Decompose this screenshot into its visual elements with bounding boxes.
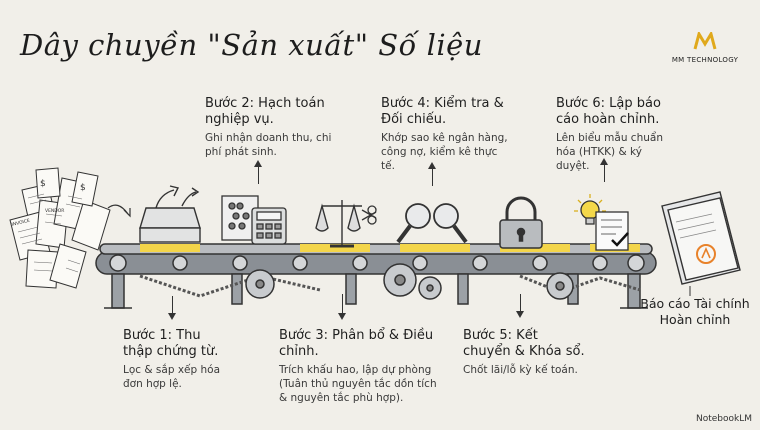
step-6: Bước 6: Lập báo cáo hoàn chỉnh. Lên biểu… [556, 96, 676, 173]
step-1: Bước 1: Thu thập chứng từ. Lọc & sắp xếp… [123, 328, 233, 391]
step-6-desc: Lên biểu mẫu chuẩn hóa (HTKK) & ký duyệt… [556, 132, 663, 172]
step-5-desc: Chốt lãi/lỗ kỳ kế toán. [463, 364, 578, 376]
step-2-title: Bước 2: Hạch toán nghiệp vụ. [205, 96, 325, 127]
step-4-desc: Khớp sao kê ngân hàng, công nợ, kiểm kê … [381, 132, 508, 172]
logo-text: MM TECHNOLOGY [671, 56, 739, 64]
dollar-sign-label: $ [80, 183, 86, 193]
step-3-desc: Trích khấu hao, lập dự phòng (Tuân thủ n… [279, 364, 437, 404]
notebooklm-watermark: NotebookLM [695, 414, 752, 424]
inbox-tray-icon [139, 185, 201, 243]
step-1-title: Bước 1: Thu thập chứng từ. [123, 328, 219, 359]
step-3-title: Bước 3: Phân bổ & Điều chỉnh. [279, 328, 434, 359]
arrow-step6 [600, 158, 608, 182]
approved-document-icon [595, 211, 629, 251]
arrow-step3 [338, 294, 346, 320]
conveyor-belt [95, 243, 657, 275]
document-pile-icon [9, 167, 111, 289]
step-1-desc: Lọc & sắp xếp hóa đơn hợp lệ. [123, 364, 221, 390]
lightbulb-icon [574, 194, 606, 225]
step-2: Bước 2: Hạch toán nghiệp vụ. Ghi nhận do… [205, 96, 335, 159]
final-report-label: Báo cáo Tài chính Hoàn chỉnh [640, 296, 750, 327]
gear-icon [245, 263, 574, 300]
scales-icon [315, 200, 362, 248]
step-4: Bước 4: Kiểm tra & Đối chiếu. Khớp sao k… [381, 96, 511, 173]
step-2-desc: Ghi nhận doanh thu, chi phí phát sinh. [205, 132, 332, 158]
calculator-icon [251, 207, 287, 245]
step-5: Bước 5: Kết chuyển & Khóa sổ. Chốt lãi/l… [463, 328, 588, 377]
scissors-icon [361, 205, 377, 225]
step-4-title: Bước 4: Kiểm tra & Đối chiếu. [381, 96, 504, 127]
arrow-step1 [168, 296, 176, 320]
paper-label-invoice: INVOICE [11, 218, 31, 228]
step-6-title: Bước 6: Lập báo cáo hoàn chỉnh. [556, 96, 661, 127]
magnifier-icon [396, 203, 468, 244]
page-title: Dây chuyền "Sản xuất" Số liệu [20, 28, 483, 62]
step-5-title: Bước 5: Kết chuyển & Khóa sổ. [463, 328, 585, 359]
brand-logo: MM TECHNOLOGY [668, 30, 742, 64]
padlock-icon [499, 196, 543, 249]
arrow-step5 [516, 294, 524, 318]
paper-label-vendor: VENDOR [45, 208, 64, 214]
arrow-step2 [254, 160, 262, 184]
report-folder-icon [661, 191, 741, 285]
arrow-step4 [428, 162, 436, 186]
dollar-sign-label: $ [40, 179, 46, 189]
step-3: Bước 3: Phân bổ & Điều chỉnh. Trích khấu… [279, 328, 444, 405]
logo-mark-icon [693, 30, 717, 50]
